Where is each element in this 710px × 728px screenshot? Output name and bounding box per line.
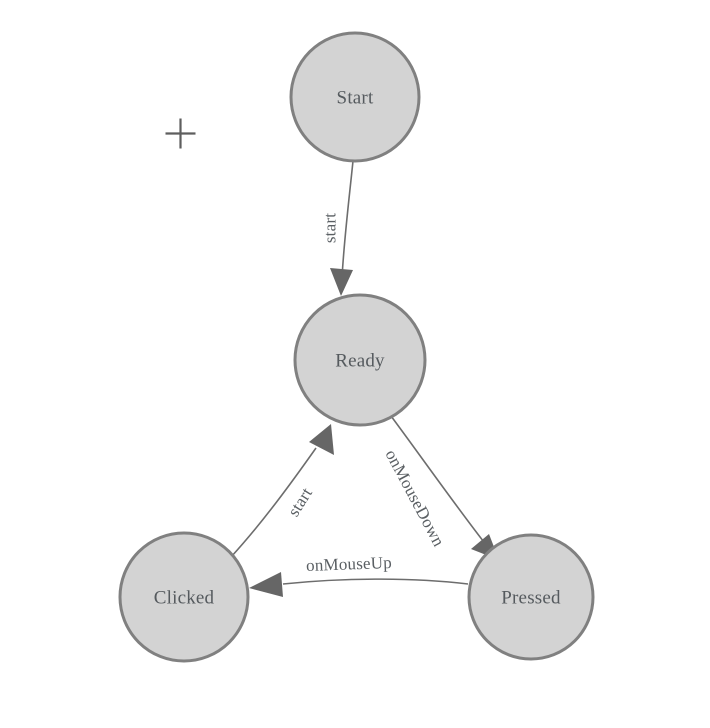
state-node-start[interactable]: Start — [289, 31, 421, 163]
edge-line — [390, 415, 488, 547]
edge-label-ready-to-pressed: onMouseDown — [381, 446, 448, 550]
state-circle[interactable] — [293, 293, 427, 427]
edge-label-clicked-to-ready: start — [284, 484, 316, 520]
state-label-pressed: Pressed — [501, 588, 561, 609]
edge-ready-to-pressed[interactable]: onMouseDown — [381, 415, 499, 560]
state-label-clicked: Clicked — [154, 588, 215, 609]
plus-marker-icon[interactable] — [165, 118, 196, 149]
edge-line — [341, 160, 354, 279]
edge-clicked-to-ready[interactable]: start — [230, 424, 334, 558]
arrowhead — [330, 268, 353, 296]
state-node-ready[interactable]: Ready — [293, 293, 427, 427]
state-circle[interactable] — [289, 31, 421, 163]
edge-line — [282, 578, 469, 585]
edge-label-pressed-to-clicked: onMouseUp — [306, 553, 392, 575]
state-circle[interactable] — [118, 531, 250, 663]
edge-label-start-to-ready: start — [321, 213, 340, 243]
edge-pressed-to-clicked[interactable]: onMouseUp — [249, 553, 469, 597]
arrowhead — [249, 572, 283, 597]
state-circle[interactable] — [467, 533, 595, 661]
state-node-pressed[interactable]: Pressed — [467, 533, 595, 661]
edge-line — [230, 447, 317, 558]
state-node-clicked[interactable]: Clicked — [118, 531, 250, 663]
arrowhead — [309, 424, 334, 455]
state-label-ready: Ready — [335, 351, 385, 372]
state-label-start: Start — [337, 88, 374, 109]
edge-start-to-ready[interactable]: start — [321, 160, 354, 296]
